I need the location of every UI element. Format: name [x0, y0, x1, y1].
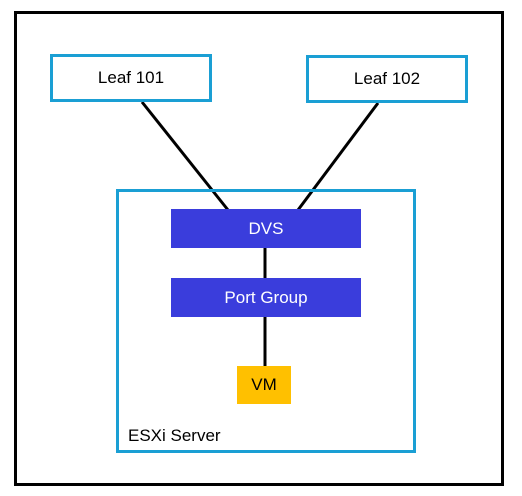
leaf-102-node: Leaf 102: [306, 55, 468, 103]
dvs-label: DVS: [248, 218, 284, 238]
port-group-node: Port Group: [171, 278, 361, 317]
edge-leaf101-dvs: [140, 101, 230, 211]
vm-node: VM: [237, 366, 291, 404]
diagram-frame: [14, 11, 504, 486]
edge-leaf102-dvs: [296, 102, 380, 211]
port-group-label: Port Group: [224, 287, 308, 307]
esxi-server-box: [116, 189, 416, 453]
leaf-102-label: Leaf 102: [353, 69, 421, 88]
dvs-node: DVS: [171, 209, 361, 248]
leaf-101-label: Leaf 101: [97, 68, 165, 87]
vm-label: VM: [251, 375, 277, 394]
esxi-server-label: ESXi Server: [128, 426, 221, 445]
leaf-101-node: Leaf 101: [50, 54, 212, 102]
